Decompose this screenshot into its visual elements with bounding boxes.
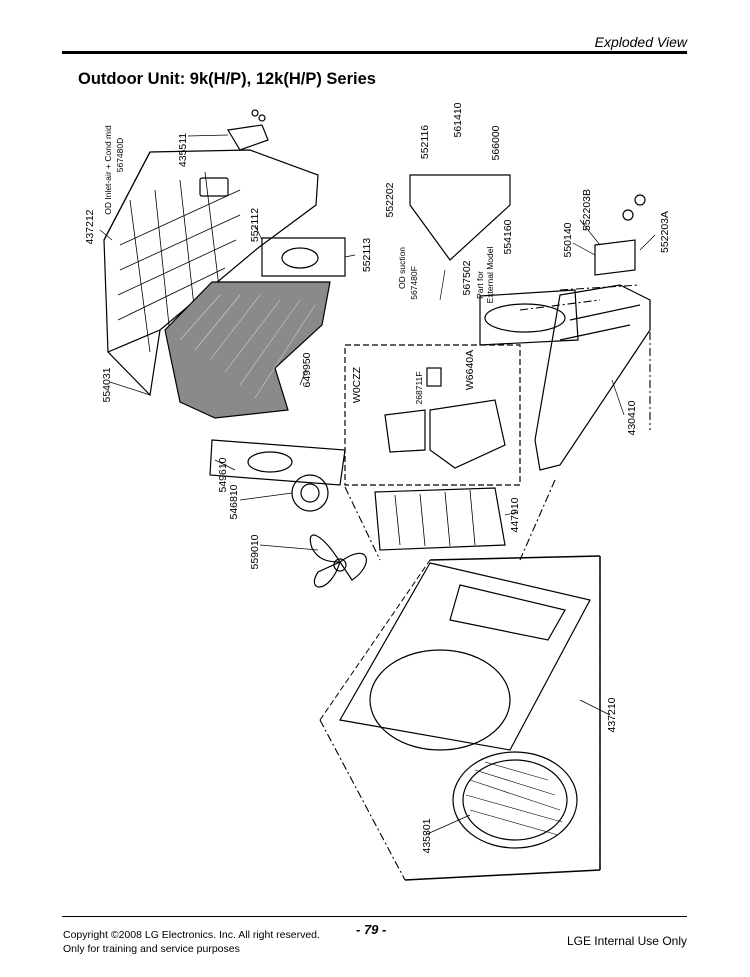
footer-copyright: Copyright ©2008 LG Electronics. Inc. All…	[63, 928, 320, 956]
header-rule	[62, 51, 687, 54]
internal-use-label: LGE Internal Use Only	[566, 934, 687, 948]
header-title: Exploded View	[594, 34, 687, 50]
footer-rule	[62, 916, 687, 917]
note-external-model: External Model	[485, 247, 495, 304]
part-label-559010: 559010	[249, 534, 261, 569]
part-label-430410: 430410	[626, 400, 638, 435]
note-od-suction: OD suction	[397, 247, 407, 289]
training-line: Only for training and service purposes	[63, 943, 240, 955]
part-label-552202: 552202	[384, 182, 396, 217]
part-label-550140: 550140	[562, 222, 574, 257]
part-label-W0CZZ: W0CZZ	[351, 366, 363, 403]
front-panel-drawing	[339, 562, 591, 751]
part-label-561410: 561410	[452, 102, 464, 137]
part-label-566000: 566000	[490, 125, 502, 160]
page-title: Outdoor Unit: 9k(H/P), 12k(H/P) Series	[78, 70, 376, 88]
part-label-552203A: 552203A	[659, 211, 671, 253]
part-label-552203B: 552203B	[581, 189, 593, 231]
part-label-268711F: 268711F	[414, 372, 424, 405]
note-od-inlet-air: OD Inlet-air + Cond mid	[103, 125, 113, 215]
part-label-552112: 552112	[249, 208, 261, 242]
part-label-649950: 649950	[301, 352, 313, 387]
part-label-437212: 437212	[84, 209, 96, 244]
part-label-567480D: 567480D	[115, 138, 125, 173]
grille-drawing	[452, 751, 578, 849]
base-pan-drawing	[534, 284, 651, 471]
part-label-447910: 447910	[509, 497, 521, 532]
part-label-437210: 437210	[606, 697, 618, 732]
page-number: - 79 -	[356, 922, 387, 937]
part-label-567502: 567502	[461, 260, 473, 295]
copyright-line: Copyright ©2008 LG Electronics. Inc. All…	[63, 929, 320, 941]
propeller-fan-drawing	[309, 534, 367, 588]
part-label-435301: 435301	[421, 818, 433, 853]
note-part-for: Part for	[475, 271, 485, 299]
part-label-435511: 435511	[177, 133, 189, 167]
part-label-552113: 552113	[361, 238, 373, 272]
part-label-554160: 554160	[502, 219, 514, 254]
part-label-552116: 552116	[419, 125, 431, 159]
part-label-546810: 546810	[228, 484, 240, 519]
part-label-567480F: 567480F	[409, 266, 419, 300]
heat-exchanger-drawing	[164, 281, 331, 419]
part-label-554031: 554031	[101, 367, 113, 402]
part-label-549610: 549610	[217, 457, 229, 492]
part-label-W6640A: W6640A	[464, 350, 476, 390]
